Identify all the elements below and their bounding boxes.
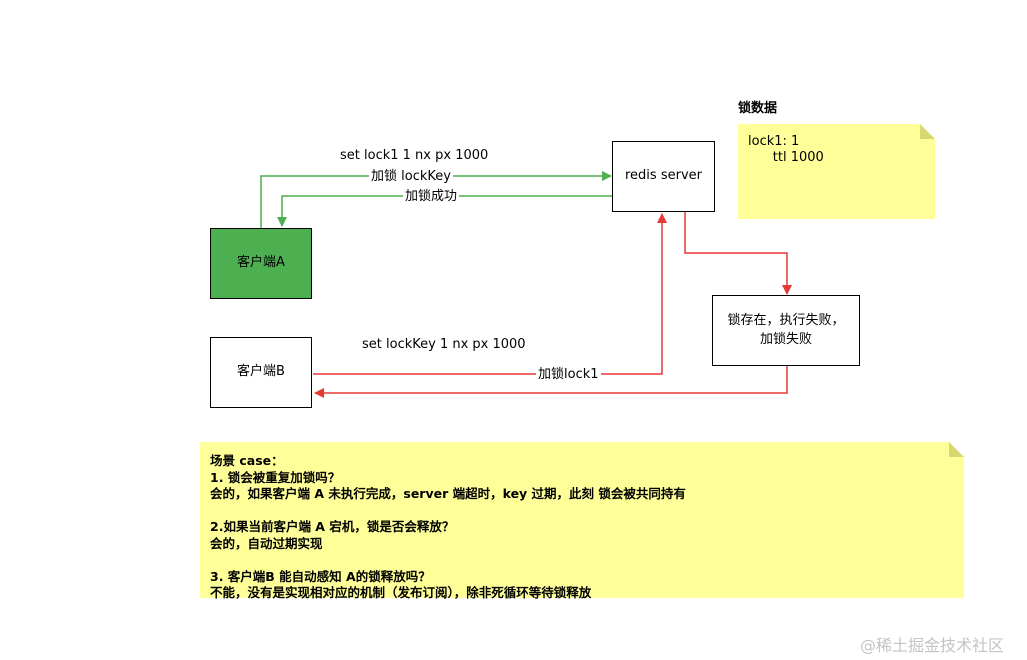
scenario-line-8: 3. 客户端B 能自动感知 A的锁释放吗？	[210, 568, 431, 584]
lock-data-line-1: lock1: 1	[748, 134, 800, 149]
note-fold-corner	[949, 442, 964, 457]
edge-redis-to-lock-exists	[684, 211, 792, 295]
edge-lock-exists-to-b	[314, 366, 788, 398]
client-a-response-label: 加锁成功	[403, 189, 460, 204]
client-b-node[interactable]: 客户端B	[210, 337, 312, 408]
lock-exists-node[interactable]: 锁存在，执行失败， 加锁失败	[712, 295, 860, 366]
client-b-command-label: set lockKey 1 nx px 1000	[360, 337, 528, 352]
scenario-line-3: 会的，如果客户端 A 未执行完成，server 端超时，key 过期，此刻 锁会…	[210, 486, 686, 501]
redis-server-label: redis server	[625, 168, 702, 184]
scenario-line-1: 场景 case：	[210, 453, 284, 468]
edge-a-response	[277, 195, 613, 227]
client-b-request-label: 加锁lock1	[536, 367, 601, 382]
lock-data-note: lock1: 1 ttl 1000	[738, 124, 935, 219]
scenario-line-4: ​	[210, 503, 964, 520]
edge-b-request	[313, 213, 667, 375]
lock-data-title: 锁数据	[738, 101, 778, 116]
scenario-note: 场景 case： 1. 锁会被重复加锁吗？ 会的，如果客户端 A 未执行完成，s…	[200, 442, 964, 600]
client-a-command-label: set lock1 1 nx px 1000	[338, 148, 491, 163]
scenario-line-2: 1. 锁会被重复加锁吗？	[210, 469, 341, 485]
client-b-label: 客户端B	[237, 364, 285, 380]
client-a-node[interactable]: 客户端A	[210, 228, 312, 299]
note-fold-corner	[920, 124, 935, 139]
watermark: @稀土掘金技术社区	[860, 636, 1005, 655]
lock-exists-line-1: 锁存在，执行失败，	[727, 312, 845, 328]
lock-exists-line-2: 加锁失败	[759, 331, 812, 347]
lock-data-line-2: ttl 1000	[748, 150, 824, 165]
scenario-line-9: 不能，没有是实现相对应的机制（发布订阅），除非死循环等待锁释放	[210, 585, 592, 600]
edge-a-request	[260, 171, 612, 229]
client-a-request-label: 加锁 lockKey	[369, 169, 453, 184]
scenario-line-5: 2.如果当前客户端 A 宕机，锁是否会释放？	[210, 519, 455, 534]
scenario-line-6: 会的，自动过期实现	[210, 535, 323, 551]
client-a-label: 客户端A	[237, 255, 285, 271]
scenario-line-7: ​	[210, 552, 964, 569]
redis-server-node[interactable]: redis server	[612, 141, 715, 212]
